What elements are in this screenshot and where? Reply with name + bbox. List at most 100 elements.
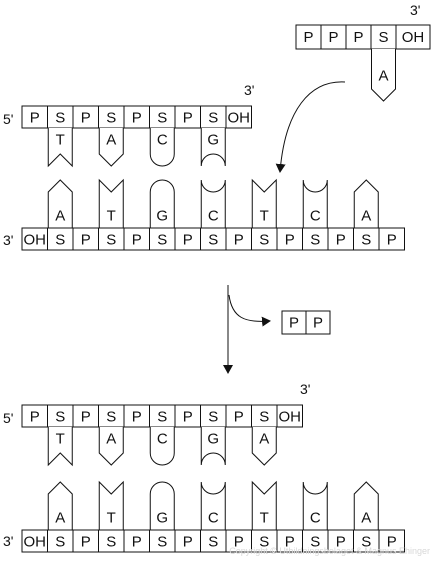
s2-primer-base-letter: A bbox=[259, 431, 269, 448]
s2-template-strand-cell-label: P bbox=[183, 534, 193, 551]
s1-template-base-letter: C bbox=[310, 208, 321, 225]
s2-template-base-shape bbox=[98, 480, 124, 530]
s2-primer-base-letter: A bbox=[106, 431, 116, 448]
s1-template-base-shape bbox=[47, 179, 73, 228]
s2-primer-strand-cell-label: OH bbox=[279, 409, 302, 426]
s1-template-base-shape bbox=[353, 179, 379, 228]
s1-primer-base-shape bbox=[200, 128, 226, 167]
stage2-primer-3prime-label: 3' bbox=[300, 381, 310, 397]
s1-primer-strand-cell-label: P bbox=[132, 110, 142, 127]
s1-primer-strand-cell-label: S bbox=[208, 110, 218, 127]
s1-template-base-shape bbox=[200, 179, 226, 228]
s1-template-strand-cell-label: S bbox=[55, 232, 65, 249]
s1-primer-base-shape bbox=[47, 128, 73, 168]
s2-primer-base-shape bbox=[47, 427, 73, 467]
s2-primer-strand-cell-label: S bbox=[208, 409, 218, 426]
s1-template-base-letter: T bbox=[107, 208, 116, 225]
s1-primer-base-shape bbox=[98, 128, 124, 167]
s2-primer-strand-cell-label: P bbox=[183, 409, 193, 426]
s1-template-strand-cell-label: P bbox=[336, 232, 346, 249]
s2-template-base-shape bbox=[302, 481, 328, 530]
s1-template-strand-cell-label: S bbox=[310, 232, 320, 249]
s1-primer-base-letter: A bbox=[106, 132, 116, 149]
s2-template-strand-cell-box bbox=[378, 529, 405, 553]
s2-template-strand-cell-label: P bbox=[336, 534, 346, 551]
incoming-cell-label: P bbox=[328, 29, 338, 46]
pyrophosphate-cell-box bbox=[305, 310, 331, 335]
incoming-cell-label: OH bbox=[402, 29, 425, 46]
s2-primer-base-letter: T bbox=[56, 431, 65, 448]
s2-template-strand-cell-label: P bbox=[132, 534, 142, 551]
incorporation-arrow bbox=[275, 81, 346, 173]
s2-template-base-letter: A bbox=[55, 510, 65, 527]
s1-template-base-letter: A bbox=[361, 208, 371, 225]
pyrophosphate-cell-label: P bbox=[289, 315, 299, 332]
s1-template-strand-cell-label: OH bbox=[24, 232, 47, 249]
s2-template-base-shape bbox=[149, 481, 175, 530]
incoming-cell-label: P bbox=[353, 29, 363, 46]
s2-primer-strand-cell-label: P bbox=[30, 409, 40, 426]
s2-primer-strand-cell-label: P bbox=[81, 409, 91, 426]
s2-template-base-letter: T bbox=[107, 510, 116, 527]
s1-primer-strand-cell-label: P bbox=[30, 110, 40, 127]
s2-template-strand-cell-label: P bbox=[81, 534, 91, 551]
s2-template-strand-cell-label: S bbox=[310, 534, 320, 551]
s1-primer-strand-cell-label: S bbox=[55, 110, 65, 127]
s2-template-base-letter: C bbox=[208, 510, 219, 527]
s2-primer-strand-cell-label: S bbox=[106, 409, 116, 426]
release-arrow bbox=[228, 294, 271, 327]
s2-template-strand-cell-label: P bbox=[387, 534, 397, 551]
stage1-primer-5prime-label: 5' bbox=[3, 111, 13, 127]
s1-template-base-shape bbox=[98, 178, 124, 228]
s1-primer-strand-cell-label: OH bbox=[228, 110, 251, 127]
s2-template-strand-cell-label: S bbox=[55, 534, 65, 551]
s1-primer-base-shape bbox=[149, 128, 175, 167]
s2-template-base-shape bbox=[251, 480, 277, 530]
s1-template-strand-cell-label: S bbox=[106, 232, 116, 249]
s1-template-base-letter: T bbox=[260, 208, 269, 225]
s1-template-strand-cell-label: S bbox=[361, 232, 371, 249]
s2-template-strand-cell-label: OH bbox=[24, 534, 47, 551]
incoming-cell-box bbox=[295, 24, 322, 50]
incoming-cell-box bbox=[345, 24, 372, 50]
incoming-base-letter: A bbox=[378, 68, 388, 85]
s1-template-base-shape bbox=[149, 179, 175, 228]
s1-template-base-shape bbox=[251, 178, 277, 228]
s2-primer-strand-cell-label: S bbox=[55, 409, 65, 426]
stage1-template-3prime-label: 3' bbox=[3, 232, 13, 248]
s1-template-base-shape bbox=[302, 179, 328, 228]
incoming-cell-label: S bbox=[378, 29, 388, 46]
incoming-cell-box bbox=[320, 24, 347, 50]
s1-template-strand-cell-label: P bbox=[387, 232, 397, 249]
s1-template-strand-cell-label: P bbox=[234, 232, 244, 249]
s2-template-base-letter: C bbox=[310, 510, 321, 527]
s2-primer-strand-cell-label: S bbox=[259, 409, 269, 426]
s2-primer-base-shape bbox=[98, 427, 124, 466]
s1-primer-strand-cell-box bbox=[225, 105, 252, 129]
s1-template-strand-cell-label: S bbox=[157, 232, 167, 249]
s2-primer-base-shape bbox=[149, 427, 175, 466]
s2-template-strand-cell-label: P bbox=[234, 534, 244, 551]
s1-primer-base-letter: T bbox=[56, 132, 65, 149]
s1-template-base-letter: G bbox=[156, 208, 168, 225]
s1-primer-strand-cell-label: P bbox=[183, 110, 193, 127]
s2-template-strand-cell-label: S bbox=[157, 534, 167, 551]
s1-primer-strand-cell-label: P bbox=[81, 110, 91, 127]
s2-primer-strand-cell-label: P bbox=[132, 409, 142, 426]
s1-template-strand-cell-box bbox=[378, 227, 405, 251]
s2-primer-base-letter: G bbox=[207, 431, 219, 448]
s2-template-base-letter: G bbox=[156, 510, 168, 527]
s2-primer-base-shape bbox=[200, 427, 226, 466]
stage1-primer-3prime-label: 3' bbox=[244, 82, 254, 98]
s1-template-strand-cell-label: P bbox=[132, 232, 142, 249]
copyright-notice: Copyright © Utbildningsbolaget & Magnus … bbox=[229, 546, 430, 556]
incoming-cell-box bbox=[395, 24, 431, 50]
s2-template-strand-cell-label: S bbox=[259, 534, 269, 551]
s1-primer-base-letter: G bbox=[207, 132, 219, 149]
incoming-3prime-label: 3' bbox=[410, 2, 420, 18]
s2-primer-base-shape bbox=[251, 427, 277, 466]
